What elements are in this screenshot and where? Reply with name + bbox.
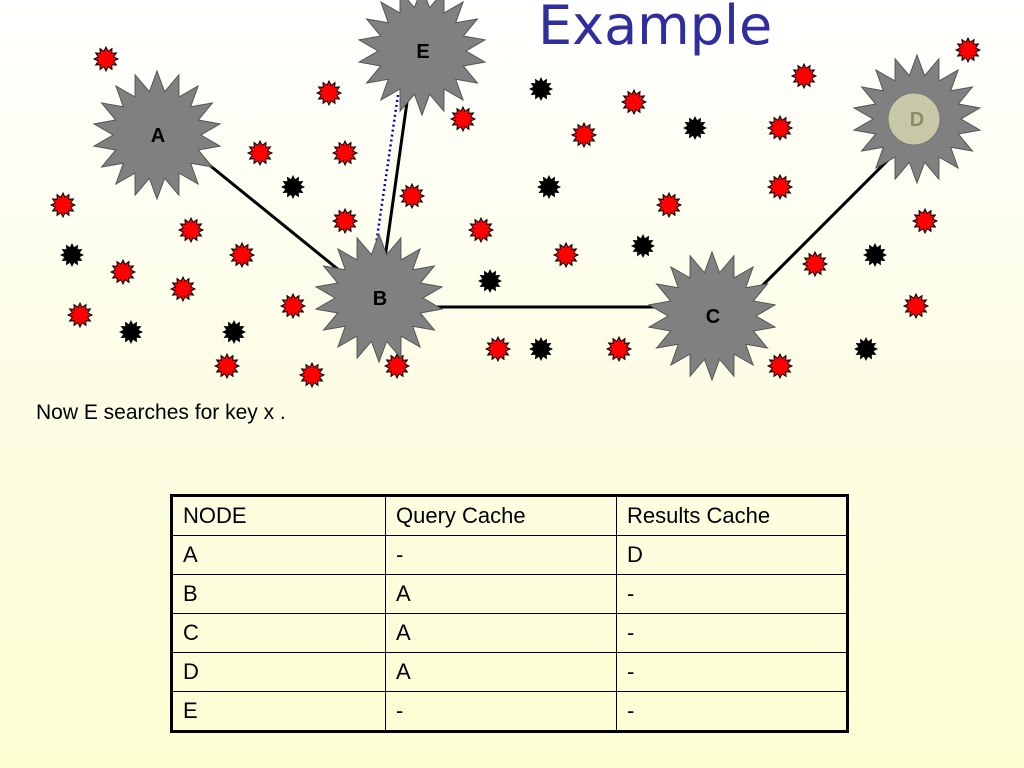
peer-dot-red: [766, 173, 794, 201]
peer-dot-black: [60, 243, 84, 267]
peer-dots: [49, 36, 982, 389]
peer-dot-red: [383, 352, 411, 380]
peer-dot-red: [467, 216, 495, 244]
peer-dot-black: [119, 320, 143, 344]
peer-dot-black: [537, 175, 561, 199]
peer-dot-red: [801, 250, 829, 278]
node-label: C: [706, 306, 720, 328]
peer-dot-red: [605, 335, 633, 363]
table-row: A - D: [171, 535, 848, 575]
table-row: E - -: [171, 691, 848, 732]
hub-nodes: A B C D E: [92, 0, 982, 382]
peer-dot-red: [570, 121, 598, 149]
node-shape: [647, 250, 777, 382]
peer-dot-red: [766, 114, 794, 142]
cache-table: NODE Query Cache Results Cache A - D B A…: [170, 494, 849, 733]
node-a: A: [92, 69, 222, 201]
edges: [196, 94, 894, 309]
peer-dot-red: [766, 352, 794, 380]
peer-dot-red: [177, 216, 205, 244]
table-row: C A -: [171, 613, 848, 653]
header-query-cache: Query Cache: [385, 495, 617, 536]
peer-dot-red: [484, 335, 512, 363]
node-label: B: [373, 288, 387, 310]
peer-dot-red: [92, 45, 120, 73]
peer-dot-red: [552, 241, 580, 269]
peer-dot-red: [911, 207, 939, 235]
peer-dot-red: [902, 292, 930, 320]
peer-dot-red: [66, 301, 94, 329]
table-row: B A -: [171, 574, 848, 614]
node-e: E: [357, 0, 487, 117]
slide-title: Example: [538, 0, 773, 57]
table-cell: D: [616, 535, 848, 575]
peer-dot-black: [529, 77, 553, 101]
peer-dot-red: [49, 191, 77, 219]
peer-dot-red: [213, 352, 241, 380]
node-b: B: [314, 232, 444, 364]
peer-dot-red: [109, 258, 137, 286]
peer-dot-red: [169, 275, 197, 303]
network-diagram: A B C D E: [49, 0, 982, 389]
edge-c-d: [750, 154, 894, 298]
header-results-cache: Results Cache: [616, 495, 848, 536]
peer-dot-black: [683, 116, 707, 140]
node-shape: [92, 69, 222, 201]
table-header-row: NODE Query Cache Results Cache: [171, 495, 848, 536]
peer-dot-black: [631, 234, 655, 258]
edge-e-b-dotted: [372, 94, 400, 259]
table-cell: A: [385, 652, 617, 692]
node-d: D: [852, 53, 982, 185]
edge-a-b: [196, 153, 346, 277]
table-cell: A: [385, 574, 617, 614]
table-cell: B: [171, 574, 386, 614]
peer-dot-black: [281, 175, 305, 199]
table-cell: -: [385, 691, 617, 732]
node-shape: [357, 0, 487, 117]
peer-dot-red: [790, 62, 818, 90]
peer-dot-black: [222, 320, 246, 344]
node-label: A: [151, 125, 165, 147]
peer-dot-red: [398, 182, 426, 210]
table-row: D A -: [171, 652, 848, 692]
table-cell: A: [385, 613, 617, 653]
table-cell: D: [171, 652, 386, 692]
table-cell: -: [385, 535, 617, 575]
peer-dot-red: [655, 191, 683, 219]
table-cell: C: [171, 613, 386, 653]
node-shape: [314, 232, 444, 364]
peer-dot-red: [315, 79, 343, 107]
slide-caption: Now E searches for key x .: [36, 401, 286, 424]
peer-dot-black: [529, 337, 553, 361]
table-cell: E: [171, 691, 386, 732]
table-cell: -: [616, 652, 848, 692]
peer-dot-red: [246, 139, 274, 167]
peer-dot-black: [478, 269, 502, 293]
peer-dot-red: [331, 139, 359, 167]
header-node: NODE: [171, 495, 386, 536]
table-cell: A: [171, 535, 386, 575]
node-inner-circle: [887, 92, 941, 146]
peer-dot-red: [298, 361, 326, 389]
peer-dot-red: [228, 241, 256, 269]
peer-dot-red: [449, 105, 477, 133]
node-c: C: [647, 250, 777, 382]
peer-dot-black: [854, 337, 878, 361]
node-label: D: [910, 109, 924, 131]
table-cell: -: [616, 691, 848, 732]
peer-dot-red: [620, 88, 648, 116]
table-cell: -: [616, 574, 848, 614]
table-cell: -: [616, 613, 848, 653]
peer-dot-red: [331, 207, 359, 235]
node-label: E: [416, 41, 429, 63]
peer-dot-black: [863, 243, 887, 267]
peer-dot-red: [279, 292, 307, 320]
peer-dot-red: [954, 36, 982, 64]
edge-e-b: [383, 94, 410, 259]
